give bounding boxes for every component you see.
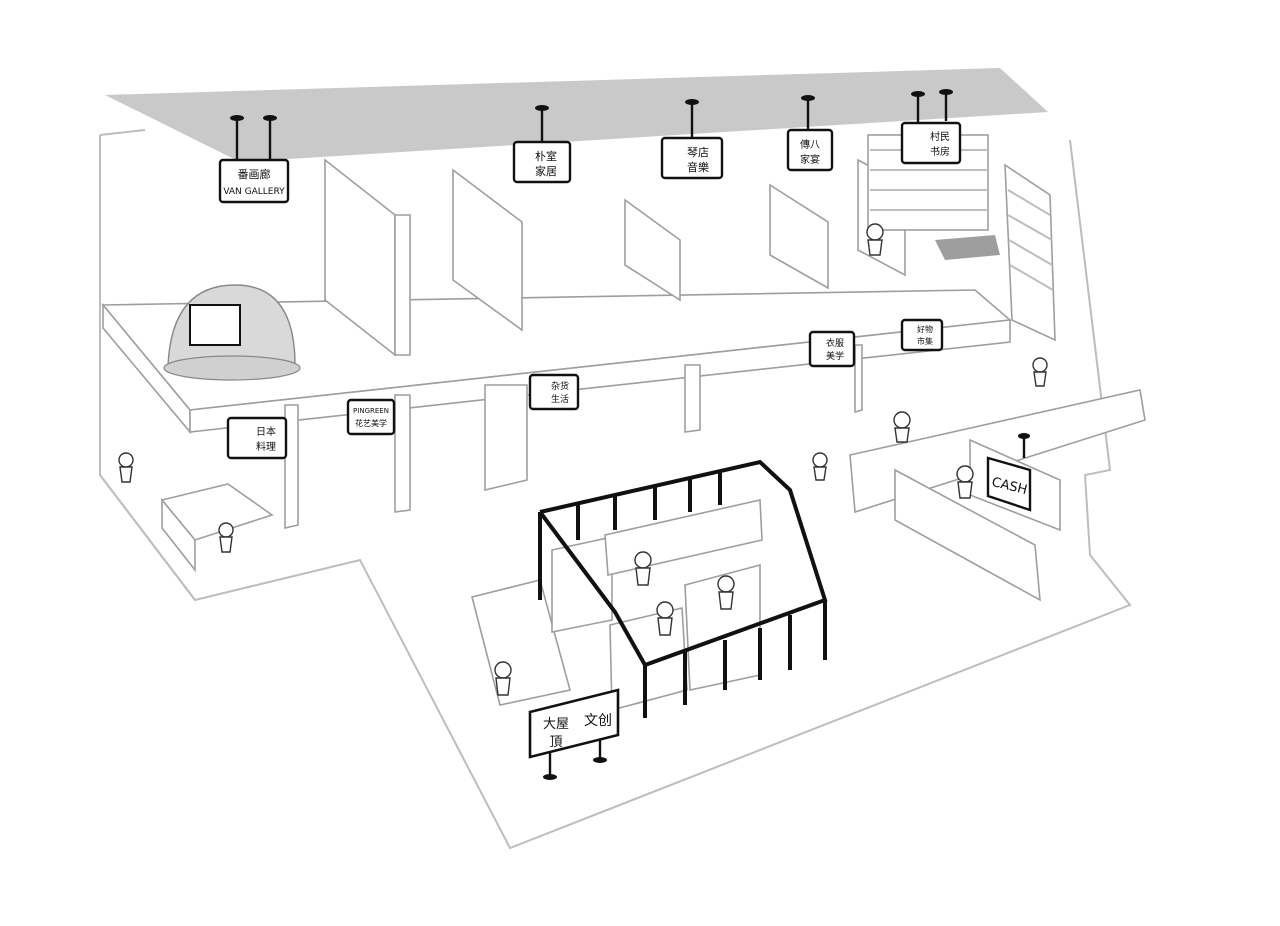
- sign-guesthouse-line1: 傳八: [800, 138, 820, 151]
- sign-music-line2: 音樂: [687, 160, 709, 174]
- sign-van-gallery-line2: VAN GALLERY: [223, 187, 285, 197]
- person-market-4: [494, 661, 512, 696]
- sign-van-gallery: 番画廊 VAN GALLERY: [218, 115, 290, 204]
- person-entrance: [893, 411, 911, 443]
- person-cash: [956, 465, 974, 499]
- sign-bookstore: 村民 书房: [900, 89, 962, 165]
- person-market-3: [717, 575, 735, 610]
- sign-furniture: 朴室 家居: [512, 105, 572, 184]
- sign-shop-line2: 市集: [917, 336, 933, 346]
- sign-bookstore-line1: 村民: [930, 130, 950, 143]
- sign-restaurant-line2: 料理: [256, 440, 276, 453]
- sign-pingreen: PINGREEN 花艺美学: [346, 398, 396, 436]
- person-market-1: [634, 551, 652, 586]
- sign-furniture-line1: 朴室: [535, 149, 557, 163]
- person-restaurant-1: [118, 452, 134, 483]
- person-upper-1: [866, 223, 884, 256]
- sign-market-line1: 大屋: [543, 717, 569, 732]
- upper-walls: [324, 134, 1056, 357]
- sign-clothing: 衣服 美学: [808, 330, 856, 368]
- person-restaurant-2: [218, 522, 234, 553]
- sign-furniture-line2: 家居: [535, 164, 557, 178]
- sign-shop: 好物 市集: [900, 318, 944, 352]
- person-market-2: [656, 601, 674, 636]
- sign-cash: CASH: [986, 433, 1032, 512]
- sign-pingreen-line2: 花艺美学: [355, 418, 387, 428]
- person-upper-2: [1032, 357, 1048, 387]
- market-pavilion: [538, 459, 828, 718]
- sign-guesthouse-line2: 家宴: [800, 153, 820, 166]
- sign-music: 琴店 音樂: [660, 99, 724, 180]
- sign-lifestyle-line2: 生活: [551, 393, 569, 405]
- roof: [105, 68, 1048, 162]
- sign-music-line1: 琴店: [687, 145, 709, 159]
- sign-pingreen-line1: PINGREEN: [353, 407, 389, 415]
- sign-guesthouse: 傳八 家宴: [786, 95, 834, 172]
- sign-lifestyle-line1: 杂货: [551, 380, 569, 392]
- sign-bookstore-line2: 书房: [930, 145, 950, 158]
- sign-restaurant: 日本 料理: [226, 416, 288, 460]
- sign-restaurant-line1: 日本: [256, 425, 276, 438]
- person-upper-3: [812, 452, 828, 481]
- sign-market: 大屋 頂 文创: [528, 688, 620, 780]
- sign-van-gallery-line1: 番画廊: [238, 167, 271, 181]
- sign-lifestyle: 杂货 生活: [528, 373, 580, 411]
- sign-clothing-line2: 美学: [826, 350, 844, 362]
- sign-clothing-line1: 衣服: [826, 337, 844, 349]
- sign-market-line3: 文创: [584, 713, 612, 729]
- sign-market-line2: 頂: [549, 735, 562, 750]
- sign-shop-line1: 好物: [917, 324, 933, 334]
- dome-room: [163, 284, 301, 381]
